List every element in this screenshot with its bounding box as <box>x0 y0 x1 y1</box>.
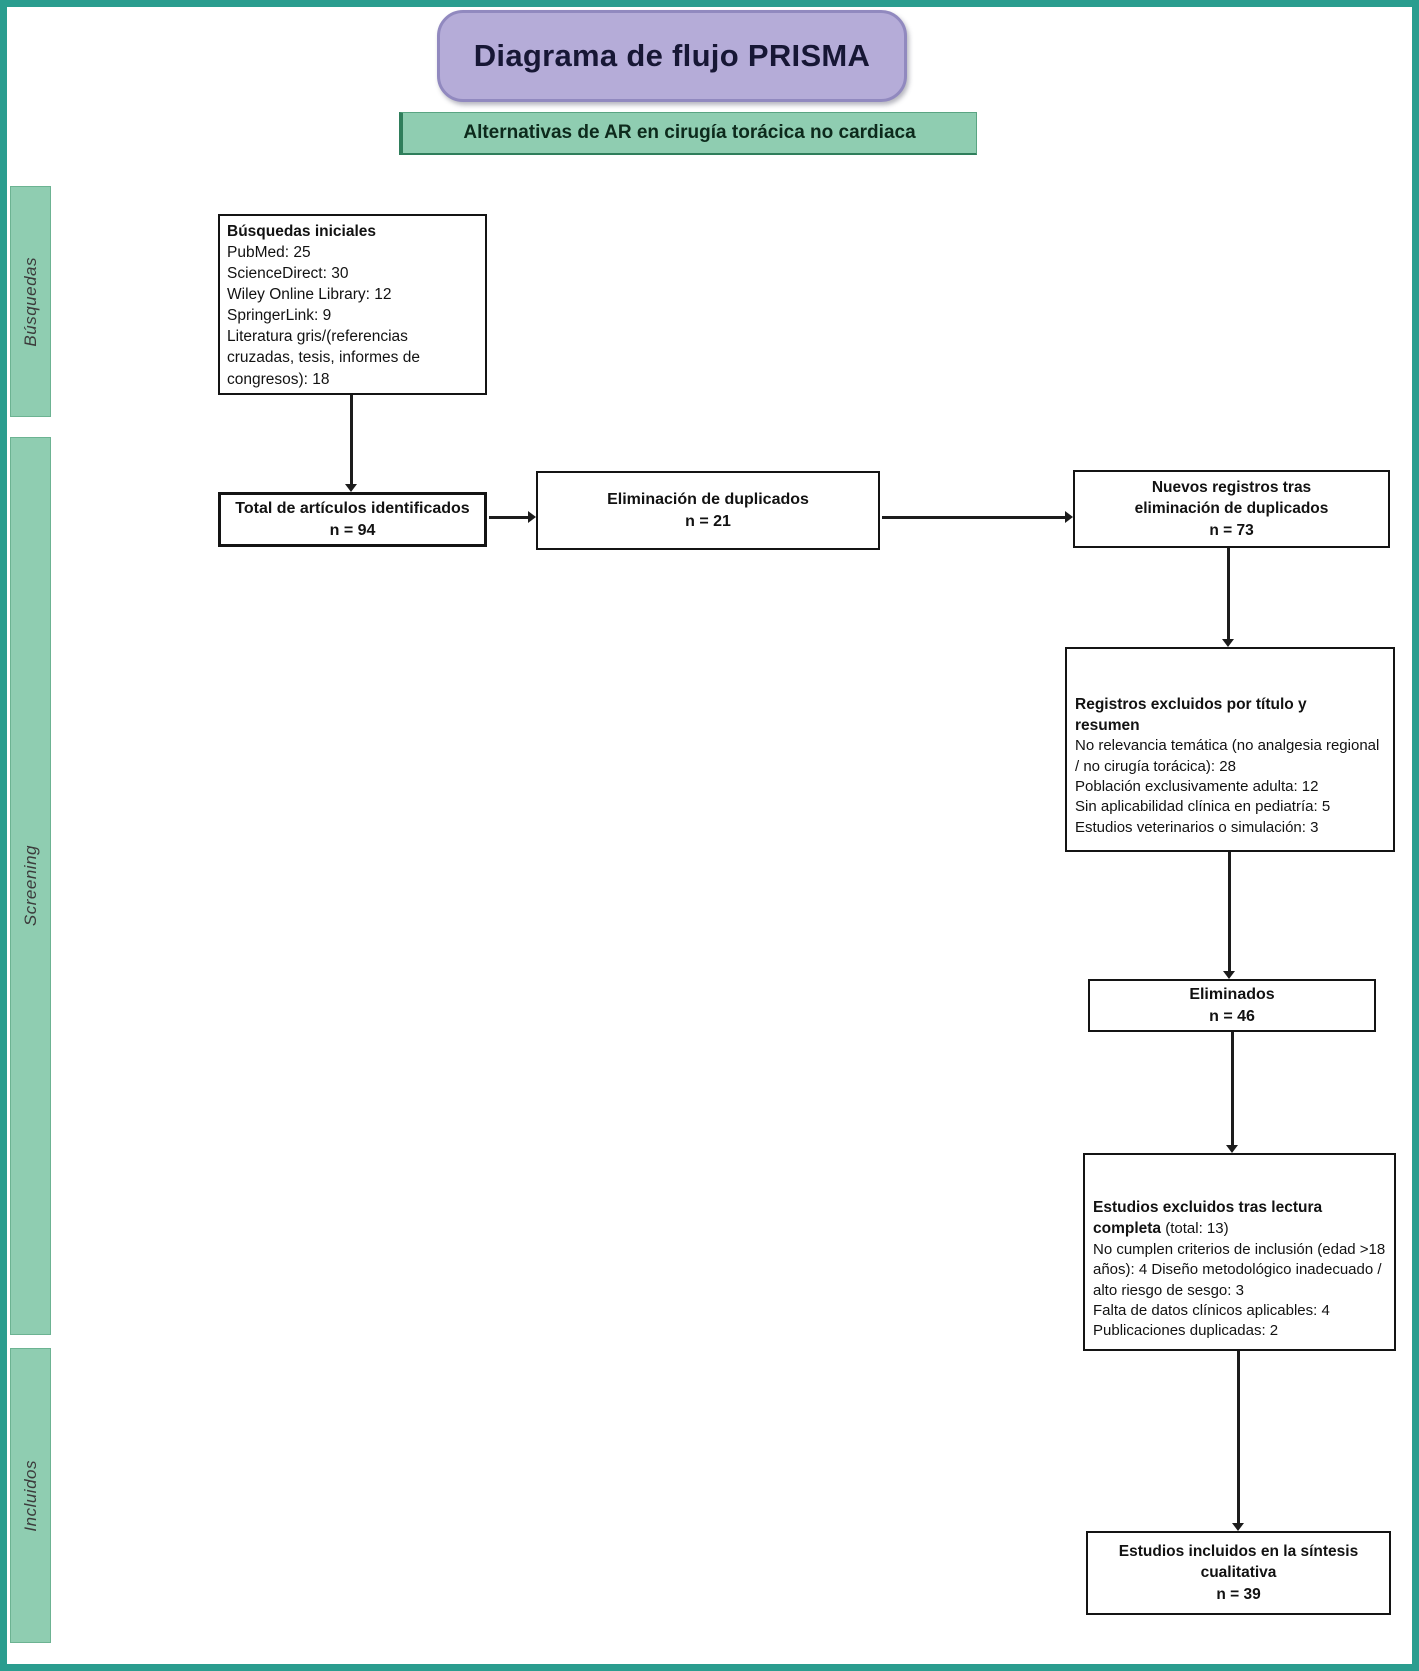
page-title: Diagrama de flujo PRISMA <box>473 38 871 73</box>
exclusion-reason-line: Sin aplicabilidad clínica en pediatría: … <box>1075 798 1331 816</box>
box-total-identified: Total de artículos identificados n = 94 <box>218 492 487 547</box>
box-eliminated-n: n = 46 <box>1209 1007 1255 1025</box>
box-included-synthesis: Estudios incluidos en la síntesis cualit… <box>1086 1531 1391 1615</box>
connector-excluded1-to-eliminated <box>1228 852 1231 972</box>
stage-label-incluidos: Incluidos <box>20 1459 40 1532</box>
stage-label-screening: Screening <box>20 845 40 927</box>
box-initial-searches: Búsquedas iniciales PubMed: 25 ScienceDi… <box>218 214 487 395</box>
connector-initial-to-total <box>350 395 353 485</box>
arrow-down <box>1226 1145 1238 1153</box>
arrow-right <box>528 511 536 523</box>
box-eliminated: Eliminados n = 46 <box>1088 979 1376 1032</box>
connector-duplicates-to-new <box>882 516 1066 519</box>
box-new-records-title: Nuevos registros tras eliminación de dup… <box>1134 479 1329 518</box>
box-new-records-n: n = 73 <box>1209 521 1254 539</box>
search-source-line: Literatura gris/(referencias cruzadas, t… <box>227 328 420 388</box>
box-duplicate-removal: Eliminación de duplicados n = 21 <box>536 471 880 550</box>
box-total-identified-title: Total de artículos identificados <box>235 499 470 517</box>
box-excluded-title-abstract: Registros excluidos por título y resumen… <box>1065 647 1395 852</box>
diagram-title-box: Diagrama de flujo PRISMA <box>437 10 907 102</box>
connector-new-to-excluded1 <box>1227 548 1230 640</box>
box-included-synthesis-n: n = 39 <box>1216 1585 1261 1603</box>
search-source-line: ScienceDirect: 30 <box>227 265 349 283</box>
stage-bar-incluidos: Incluidos <box>10 1348 51 1643</box>
box-duplicate-removal-title: Eliminación de duplicados <box>607 490 809 508</box>
connector-eliminated-to-excluded2 <box>1231 1032 1234 1146</box>
exclusion-reason-line: Estudios veterinarios o simulación: 3 <box>1075 818 1319 836</box>
box-excluded-full-text-total: (total: 13) <box>1165 1220 1229 1238</box>
arrow-down <box>1223 971 1235 979</box>
exclusion-reason-line: Falta de datos clínicos aplicables: 4 <box>1093 1301 1330 1319</box>
box-included-synthesis-title: Estudios incluidos en la síntesis cualit… <box>1118 1543 1359 1582</box>
box-new-records: Nuevos registros tras eliminación de dup… <box>1073 470 1390 548</box>
exclusion-reason-line: No cumplen criterios de inclusión (edad … <box>1093 1240 1386 1299</box>
box-excluded-title-abstract-title: Registros excluidos por título y resumen <box>1075 696 1307 735</box>
arrow-down <box>1232 1523 1244 1531</box>
box-initial-searches-title: Búsquedas iniciales <box>227 223 377 240</box>
exclusion-reason-line: Población exclusivamente adulta: 12 <box>1075 777 1319 795</box>
search-source-line: Wiley Online Library: 12 <box>227 286 392 304</box>
connector-total-to-duplicates <box>489 516 529 519</box>
search-source-line: PubMed: 25 <box>227 244 311 262</box>
box-eliminated-title: Eliminados <box>1189 985 1275 1003</box>
box-total-identified-n: n = 94 <box>329 521 376 539</box>
search-source-line: SpringerLink: 9 <box>227 307 332 325</box>
stage-bar-busquedas: Búsquedas <box>10 186 51 417</box>
exclusion-reason-line: No relevancia temática (no analgesia reg… <box>1075 737 1380 775</box>
box-excluded-full-text-title: Estudios excluidos tras lectura completa <box>1093 1199 1323 1238</box>
box-duplicate-removal-n: n = 21 <box>685 512 731 530</box>
box-excluded-full-text: Estudios excluidos tras lectura completa… <box>1083 1153 1396 1351</box>
diagram-subtitle-bar: Alternativas de AR en cirugía torácica n… <box>399 112 977 155</box>
stage-bar-screening: Screening <box>10 437 51 1335</box>
arrow-right <box>1065 511 1073 523</box>
connector-excluded2-to-included <box>1237 1351 1240 1524</box>
exclusion-reason-line: Publicaciones duplicadas: 2 <box>1093 1322 1279 1340</box>
page-subtitle: Alternativas de AR en cirugía torácica n… <box>463 122 916 143</box>
arrow-down <box>1222 639 1234 647</box>
box-excluded-full-text-header: Estudios excluidos tras lectura completa… <box>1093 1197 1381 1240</box>
stage-label-busquedas: Búsquedas <box>20 256 40 347</box>
arrow-down <box>345 484 357 492</box>
